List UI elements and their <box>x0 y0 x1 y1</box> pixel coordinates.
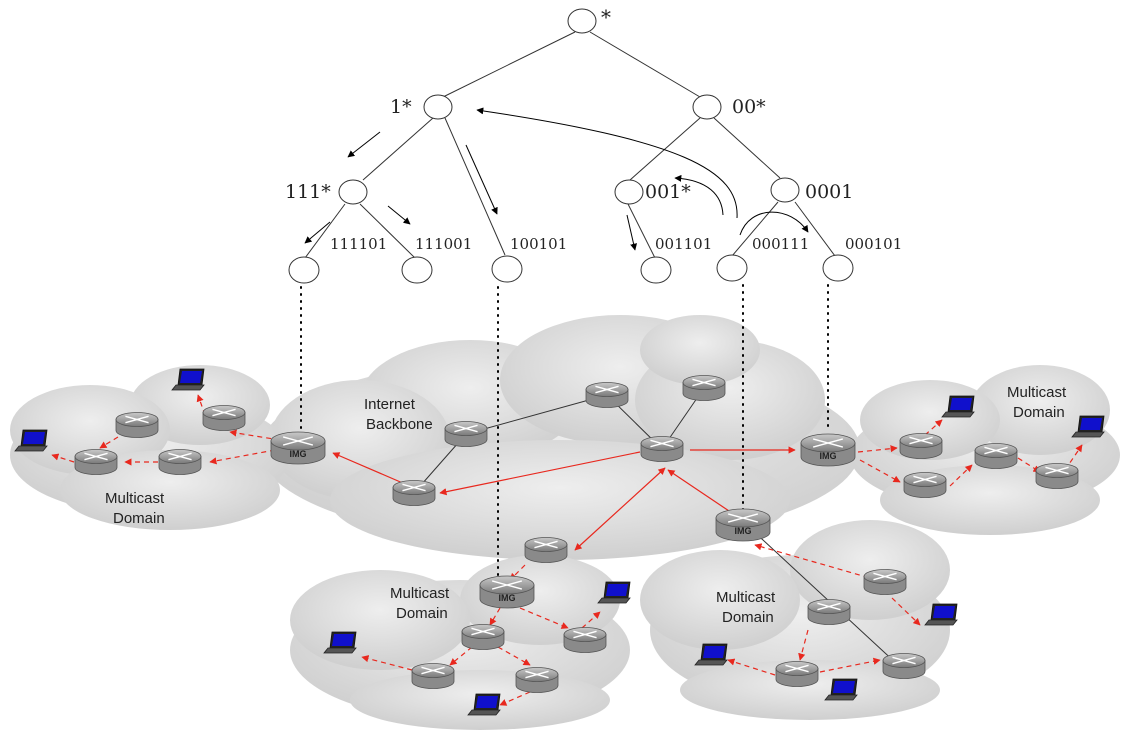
router-icon <box>563 627 607 653</box>
router-icon <box>461 624 505 650</box>
routers: IMG IMG IMG IMG <box>74 375 1079 693</box>
router-icon <box>903 472 947 498</box>
laptop-icon <box>1071 415 1105 438</box>
leaf-label-111001: 111001 <box>415 235 472 253</box>
router-icon <box>515 667 559 693</box>
red-dashed-arrows <box>51 394 1083 706</box>
tree-node-111 <box>338 179 368 205</box>
laptop-icon <box>467 693 501 716</box>
router-icon <box>863 569 907 595</box>
laptop-icon <box>694 643 728 666</box>
tree-leaf-111001 <box>401 256 433 284</box>
node-label-00: 00* <box>732 96 766 118</box>
tree-node-001 <box>614 179 644 205</box>
laptop-icon <box>924 603 958 626</box>
right-bottom-domain-label-line2: Domain <box>722 609 774 626</box>
leaf-label-111101: 111101 <box>330 235 387 253</box>
router-icon <box>585 382 629 408</box>
right-bottom-domain-label-line1: Multicast <box>716 589 776 606</box>
network-labels: Internet Backbone Multicast Domain Multi… <box>105 384 1067 626</box>
right-domain-label-line1: Multicast <box>1007 384 1067 401</box>
router-icon <box>158 449 202 475</box>
router-icon <box>524 537 568 563</box>
tree-leaf-111101 <box>288 256 320 284</box>
tree-nodes <box>288 8 854 284</box>
router-icon <box>1035 463 1079 489</box>
leaf-label-000101: 000101 <box>845 235 902 253</box>
gateway-label: IMG <box>735 526 752 536</box>
center-domain-label-line2: Domain <box>396 605 448 622</box>
gateway-router-icon: IMG <box>479 575 535 609</box>
backbone-label-line1: Internet <box>364 396 416 413</box>
tree-node-root <box>567 8 597 34</box>
gateway-router-icon: IMG <box>270 431 326 465</box>
router-icon <box>202 405 246 431</box>
leaf-label-100101: 100101 <box>510 235 567 253</box>
node-label-0001: 0001 <box>805 181 853 203</box>
right-domain-label-line2: Domain <box>1013 404 1065 421</box>
router-icon <box>974 443 1018 469</box>
node-label-1: 1* <box>390 96 412 118</box>
router-icon <box>411 663 455 689</box>
tree-node-00 <box>692 94 722 120</box>
router-icon <box>392 480 436 506</box>
router-icon <box>74 449 118 475</box>
router-icon <box>682 375 726 401</box>
left-domain-label-line1: Multicast <box>105 490 165 507</box>
tree-leaf-000101 <box>822 254 854 282</box>
laptop-icon <box>941 395 975 418</box>
gateway-label: IMG <box>820 451 837 461</box>
router-icon <box>775 661 819 687</box>
node-label-111: 111* <box>285 181 331 203</box>
leaf-label-001101: 001101 <box>655 235 712 253</box>
gateway-router-icon: IMG <box>715 508 771 542</box>
laptop-icon <box>597 581 631 604</box>
laptop-icon <box>323 631 357 654</box>
laptop-icon <box>14 429 48 452</box>
gateway-router-icon: IMG <box>800 433 856 467</box>
laptop-icon <box>171 368 205 391</box>
router-icon <box>882 653 926 679</box>
dotted-mapping-lines <box>300 284 829 581</box>
router-icon <box>640 436 684 462</box>
laptop-icon <box>824 678 858 701</box>
tree-labels: * 1* 00* 111* 001* 0001 111101 111001 10… <box>285 5 902 253</box>
router-icon <box>899 433 943 459</box>
router-icon <box>444 421 488 447</box>
tree-node-1 <box>423 94 453 120</box>
tree-leaf-100101 <box>491 255 523 283</box>
center-domain-label-line1: Multicast <box>390 585 450 602</box>
left-domain-label-line2: Domain <box>113 510 165 527</box>
backbone-label-line2: Backbone <box>366 416 433 433</box>
router-icon <box>807 599 851 625</box>
tree-leaf-001101 <box>640 256 672 284</box>
root-label: * <box>601 5 611 29</box>
router-icon <box>115 412 159 438</box>
red-solid-arrows <box>332 446 796 551</box>
tree-edges <box>304 31 836 259</box>
gateway-label: IMG <box>290 449 307 459</box>
clouds <box>10 315 1120 730</box>
laptops <box>14 368 1105 716</box>
node-label-001: 001* <box>645 181 691 203</box>
tree-node-0001 <box>770 177 800 203</box>
tree-arrows <box>304 107 809 251</box>
tree-leaf-000111 <box>716 254 748 282</box>
leaf-label-000111: 000111 <box>752 235 809 253</box>
gateway-label: IMG <box>499 593 516 603</box>
